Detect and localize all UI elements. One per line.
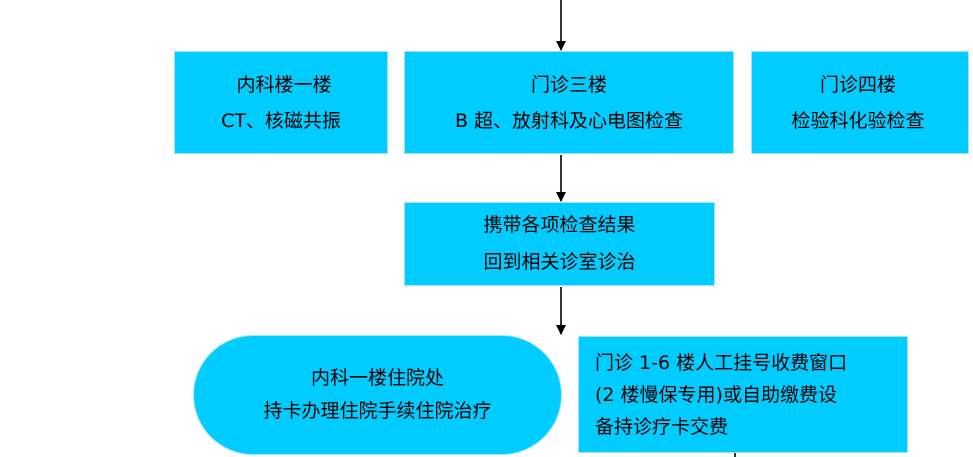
node-title: 内科楼一楼 xyxy=(236,73,332,96)
node-detail: CT、核磁共振 xyxy=(221,109,341,132)
node-return-to-clinic: 携带各项检查结果 回到相关诊室诊治 xyxy=(405,203,714,285)
node-line: 携带各项检查结果 xyxy=(483,214,636,236)
node-line: 回到相关诊室诊治 xyxy=(483,251,636,273)
node-hospitalization: 内科一楼住院处 持卡办理住院手续住院治疗 xyxy=(194,336,561,454)
node-title: 门诊三楼 xyxy=(530,73,607,96)
node-detail: B 超、放射科及心电图检查 xyxy=(454,109,684,132)
node-title: 门诊四楼 xyxy=(819,73,896,96)
node-outpatient-4f: 门诊四楼 检验科化验检查 xyxy=(752,52,968,153)
node-line: 门诊 1-6 楼人工挂号收费窗口 xyxy=(595,352,848,374)
node-outpatient-3f: 门诊三楼 B 超、放射科及心电图检查 xyxy=(405,52,733,153)
node-line: (2 楼慢保专用)或自助缴费设 xyxy=(595,384,837,406)
node-internal-medicine-1f: 内科楼一楼 CT、核磁共振 xyxy=(175,52,387,153)
node-title: 内科一楼住院处 xyxy=(310,367,444,389)
node-detail: 检验科化验检查 xyxy=(791,109,925,132)
node-detail: 持卡办理住院手续住院治疗 xyxy=(263,400,492,422)
node-payment: 门诊 1-6 楼人工挂号收费窗口 (2 楼慢保专用)或自助缴费设 备持诊疗卡交费 xyxy=(579,337,907,452)
node-line: 备持诊疗卡交费 xyxy=(595,416,729,438)
